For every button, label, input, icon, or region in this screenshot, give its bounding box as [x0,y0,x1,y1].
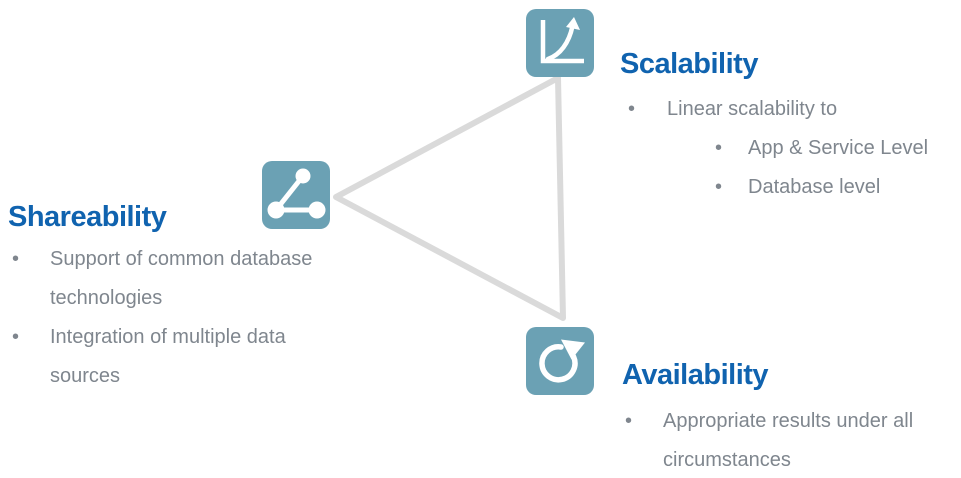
bullet-text: circumstances [663,449,791,471]
bullet-text: Database level [748,176,881,198]
bullet-text: Integration of multiple data [50,326,286,348]
scalability-bullet-list: • Linear scalability to • App & Service … [620,90,928,207]
list-item: • App & Service Level [709,129,928,168]
bullet-marker: • [625,410,633,432]
bullet-text: Linear scalability to [667,98,838,120]
list-item: • Database level [709,168,928,207]
shareability-bullet-list: • Support of common database technologie… [8,240,312,396]
availability-title: Availability [622,359,769,391]
refresh-arrow-icon [526,327,594,395]
bullet-text: Support of common database [50,248,313,270]
availability-bullet-list: • Appropriate results under all circumst… [620,402,913,478]
shareability-title: Shareability [8,201,167,233]
list-item: • Support of common database technologie… [8,240,312,318]
bullet-marker: • [12,326,20,348]
bullet-marker: • [628,98,636,120]
bullet-text: Appropriate results under all [663,410,914,432]
list-item: • Linear scalability to [620,90,928,129]
growth-chart-icon [526,9,594,77]
bullet-text: sources [50,365,121,387]
list-item: • Integration of multiple data sources [8,318,312,396]
bullet-marker: • [715,137,723,159]
bullet-marker: • [12,248,20,270]
list-item: • Appropriate results under all circumst… [620,402,913,478]
bullet-text: App & Service Level [748,137,929,159]
scalability-title: Scalability [620,48,758,80]
bullet-marker: • [715,176,723,198]
bullet-text: technologies [50,287,163,309]
share-nodes-icon [262,161,330,229]
